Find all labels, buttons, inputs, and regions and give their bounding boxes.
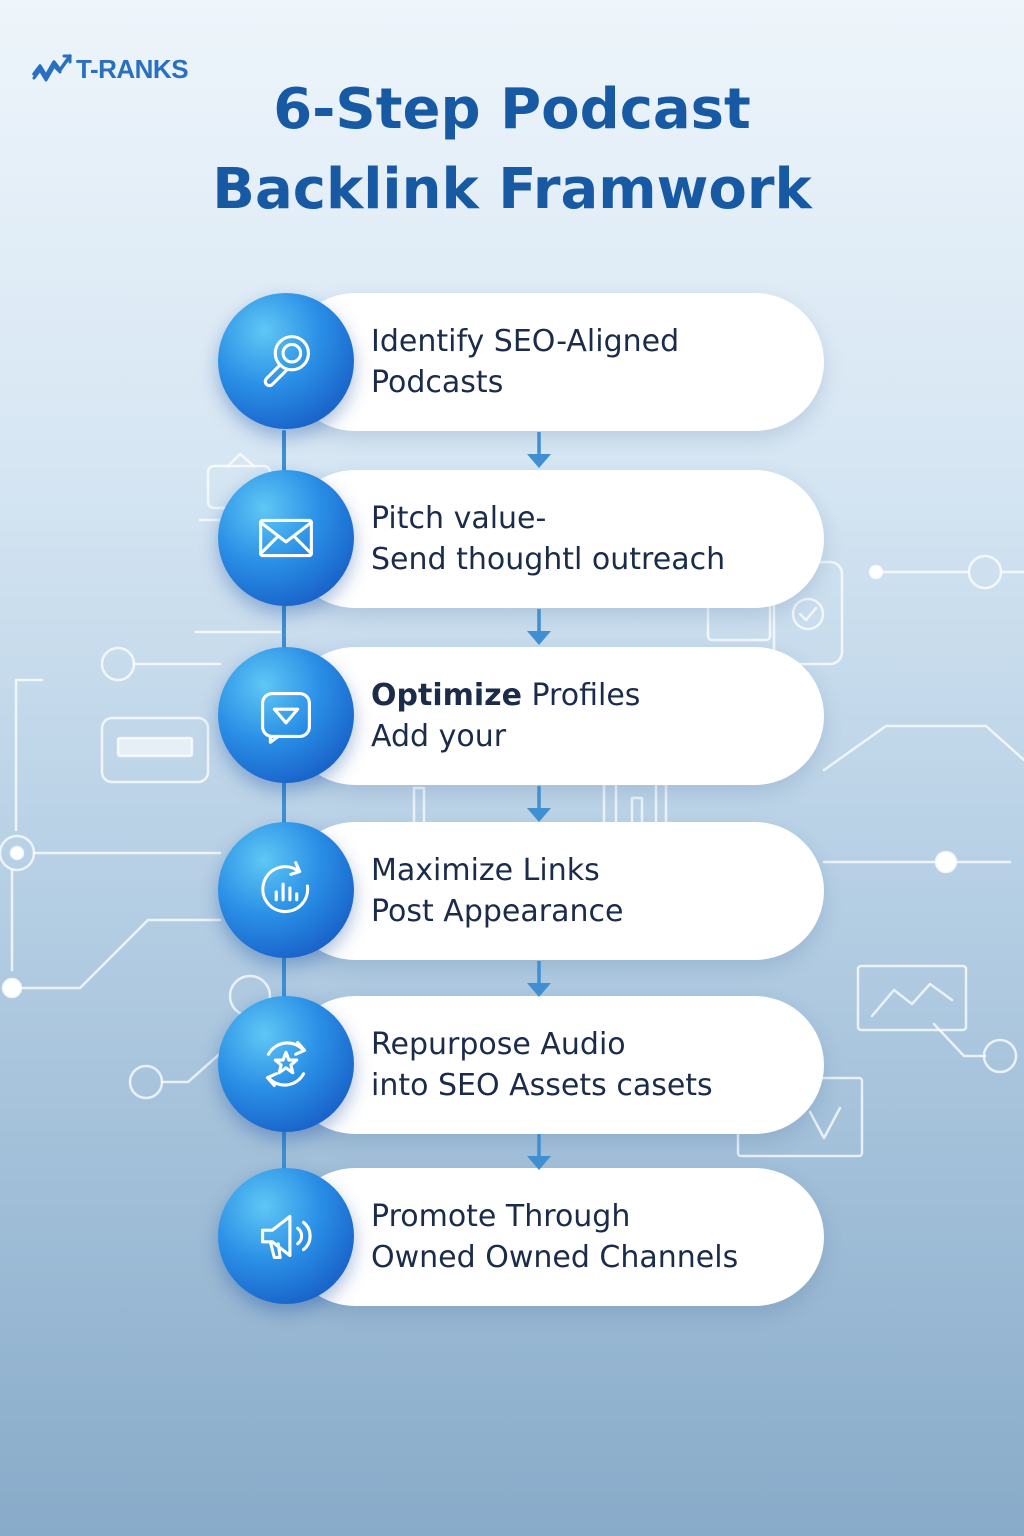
step-title: Repurpose Audio — [371, 1027, 626, 1062]
step-card — [286, 470, 824, 608]
repurpose-cycle-icon — [265, 1040, 307, 1088]
step-subtitle: Send thoughtl outreach — [371, 542, 726, 577]
logo-swoosh-icon — [32, 54, 72, 78]
down-arrow-icon — [527, 432, 551, 468]
step-subtitle: Podcasts — [371, 365, 504, 400]
step-card — [286, 1168, 824, 1306]
analytics-refresh-icon — [261, 861, 310, 914]
down-arrow-icon — [527, 961, 551, 997]
step-subtitle: Owned Owned Channels — [371, 1240, 739, 1275]
step-title: Optimize Profiles — [371, 675, 811, 716]
step-subtitle-main: into SEO Assets — [371, 1068, 607, 1103]
step-icon-badge — [218, 293, 354, 429]
step-3[interactable]: Optimize Profiles Add your — [218, 647, 824, 785]
page-title-line1: 6-Step Podcast — [273, 77, 751, 142]
step-card — [286, 996, 824, 1134]
step-icon-badge — [218, 822, 354, 958]
magnifier-icon — [263, 335, 310, 388]
step-icon-badge — [218, 470, 354, 606]
step-text: Optimize Profiles Add your — [371, 647, 811, 785]
step-subtitle: Add your — [371, 719, 507, 754]
profile-card-icon — [261, 691, 311, 744]
down-arrow-icon — [527, 786, 551, 822]
step-connector-line — [282, 430, 286, 1190]
down-arrow-icon — [527, 1134, 551, 1170]
brand-logo[interactable]: T-RANKS — [30, 52, 189, 86]
page-title-line2: Backlink Framwork — [212, 157, 812, 222]
step-4[interactable]: Maximize Links Post Appearance — [218, 822, 824, 960]
step-card — [286, 293, 824, 431]
step-text: Promote Through Owned Owned Channels — [371, 1168, 811, 1306]
step-5[interactable]: Repurpose Audio into SEO Assets casets — [218, 996, 824, 1134]
step-title: Maximize Links — [371, 853, 600, 888]
step-card — [286, 647, 824, 785]
step-text: Pitch value- Send thoughtl outreach — [371, 470, 811, 608]
step-text: Maximize Links Post Appearance — [371, 822, 811, 960]
step-icon-badge — [218, 996, 354, 1132]
down-arrow-icon — [527, 609, 551, 645]
step-subtitle: into SEO Assets casets — [371, 1065, 811, 1106]
step-2[interactable]: Pitch value- Send thoughtl outreach — [218, 470, 824, 608]
step-icon-badge — [218, 647, 354, 783]
megaphone-icon — [261, 1214, 312, 1260]
step-6[interactable]: Promote Through Owned Owned Channels — [218, 1168, 824, 1306]
step-title-rest: Profiles — [521, 678, 641, 713]
step-1[interactable]: Identify SEO-Aligned Podcasts — [218, 293, 824, 431]
step-icon-badge — [218, 1168, 354, 1304]
step-title: Promote Through — [371, 1199, 631, 1234]
step-card — [286, 822, 824, 960]
step-subtitle: Post Appearance — [371, 894, 624, 929]
step-text: Identify SEO-Aligned Podcasts — [371, 293, 811, 431]
step-text: Repurpose Audio into SEO Assets casets — [371, 996, 811, 1134]
step-title: Pitch value- — [371, 501, 547, 536]
step-subtitle-extra: casets — [616, 1068, 713, 1103]
logo-text: T-RANKS — [76, 53, 189, 84]
envelope-icon — [259, 518, 313, 558]
step-title: Identify SEO-Aligned — [371, 324, 680, 359]
step-title-bold: Optimize — [371, 678, 522, 713]
